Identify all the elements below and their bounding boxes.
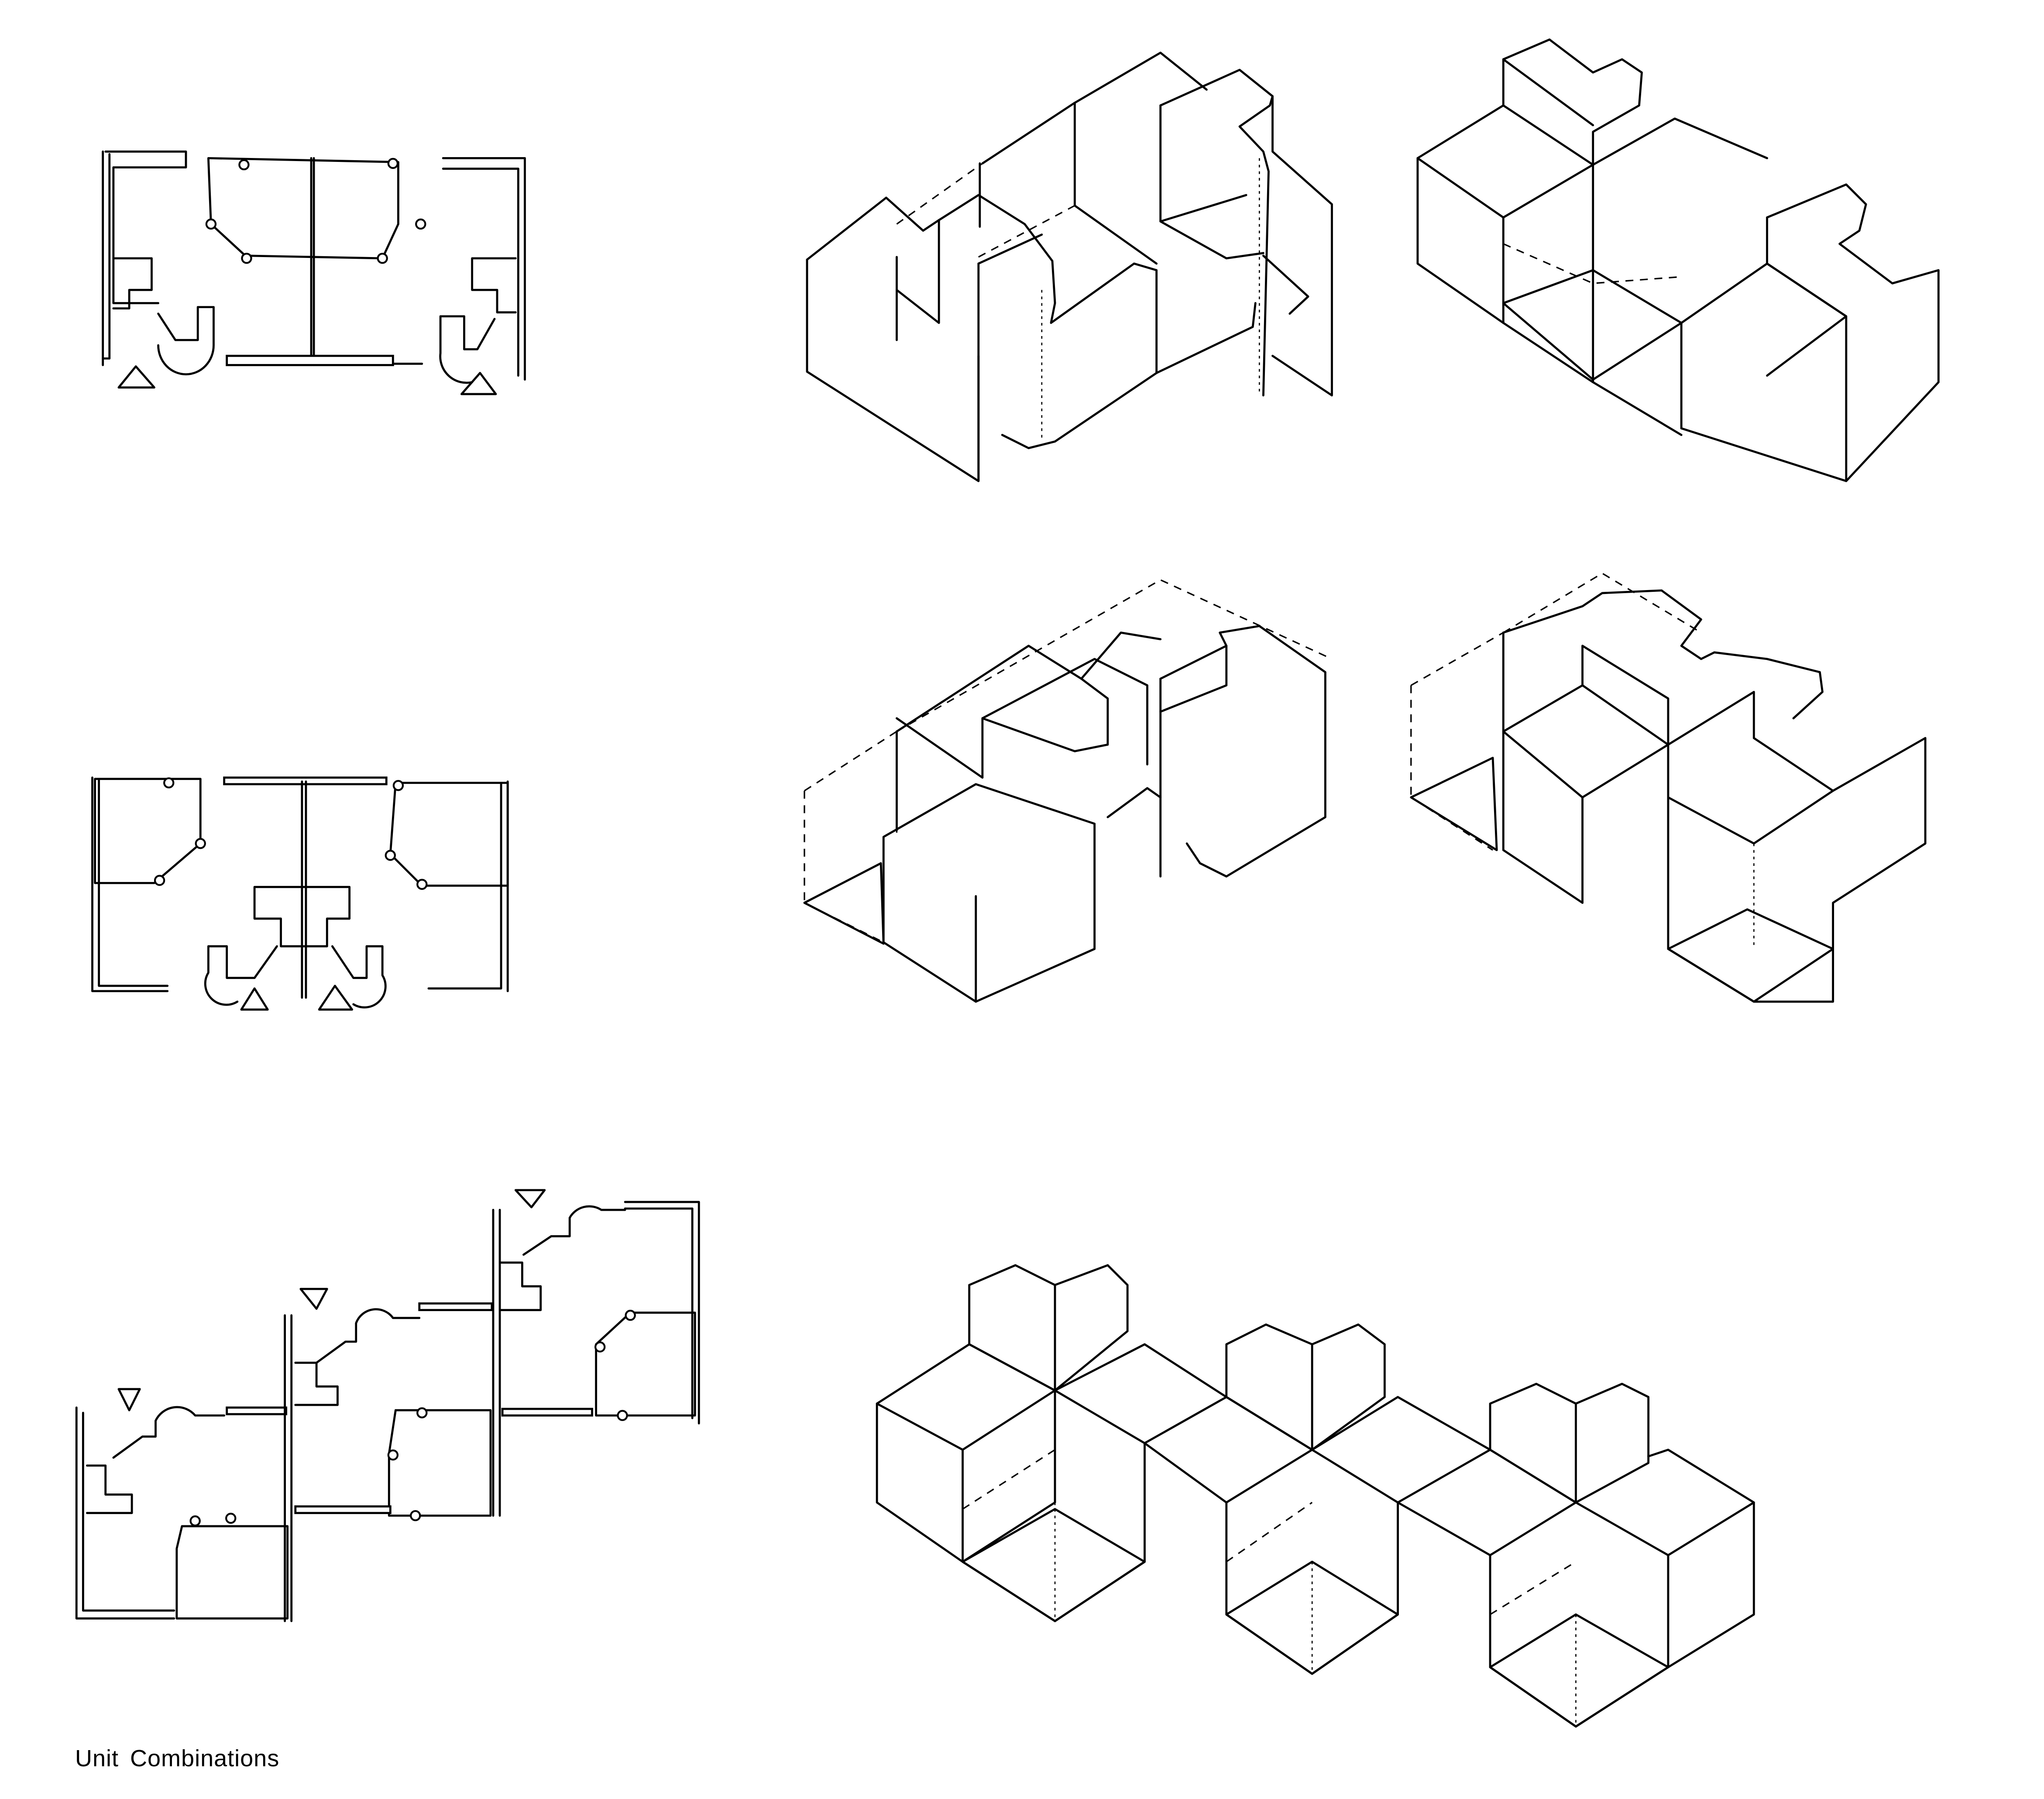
service-core [253, 886, 351, 948]
entry-marker [117, 365, 155, 389]
entry-marker [460, 372, 497, 395]
isometric-row2-a [803, 579, 1333, 1003]
isometric-row3 [876, 1264, 1755, 1728]
entry-alcove-left [157, 306, 215, 375]
plan-row2 [91, 776, 509, 1011]
isometric-row1-b [1416, 38, 1940, 482]
courtyard-grid [207, 157, 399, 260]
plan-row3 [75, 1189, 700, 1622]
closet-right [471, 257, 517, 314]
closet-left [112, 257, 153, 310]
entry-alcove-right [439, 315, 496, 384]
isometric-row1-a [806, 51, 1333, 482]
figure-caption: Unit Combinations [75, 1745, 280, 1772]
isometric-row2-b [1410, 572, 1927, 1003]
plan-row1 [102, 150, 526, 395]
